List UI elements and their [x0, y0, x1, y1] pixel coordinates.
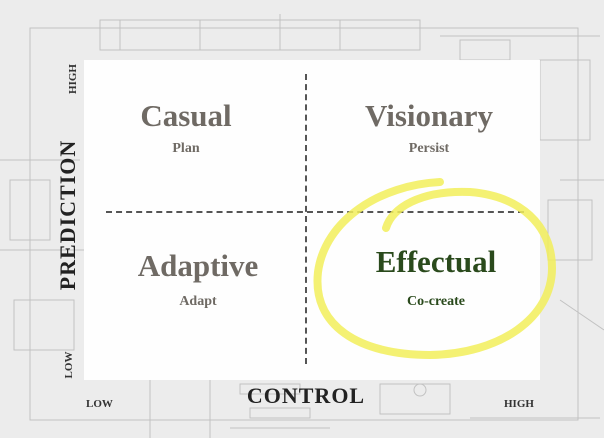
- quadrant-subtitle-adapt: Adapt: [179, 294, 217, 309]
- y-axis-title: PREDICTION: [55, 139, 80, 291]
- quadrant-subtitle-co-create: Co-create: [406, 294, 466, 309]
- horizontal-divider: [106, 211, 524, 213]
- quadrant-title-effectual: Effectual: [375, 244, 497, 279]
- vertical-divider: [305, 74, 307, 364]
- quadrant-title-visionary: Visionary: [364, 98, 494, 133]
- quadrant-subtitle-plan: Plan: [172, 141, 200, 156]
- quadrant-subtitle-persist: Persist: [408, 141, 450, 156]
- quadrant-title-casual: Casual: [140, 98, 232, 133]
- quadrant-title-adaptive: Adaptive: [137, 248, 259, 283]
- x-axis-title: CONTROL: [246, 383, 366, 408]
- y-axis-high-label: HIGH: [67, 64, 79, 94]
- x-axis-high-label: HIGH: [504, 398, 534, 410]
- x-axis-low-label: LOW: [86, 398, 113, 410]
- y-axis-low-label: LOW: [63, 351, 75, 379]
